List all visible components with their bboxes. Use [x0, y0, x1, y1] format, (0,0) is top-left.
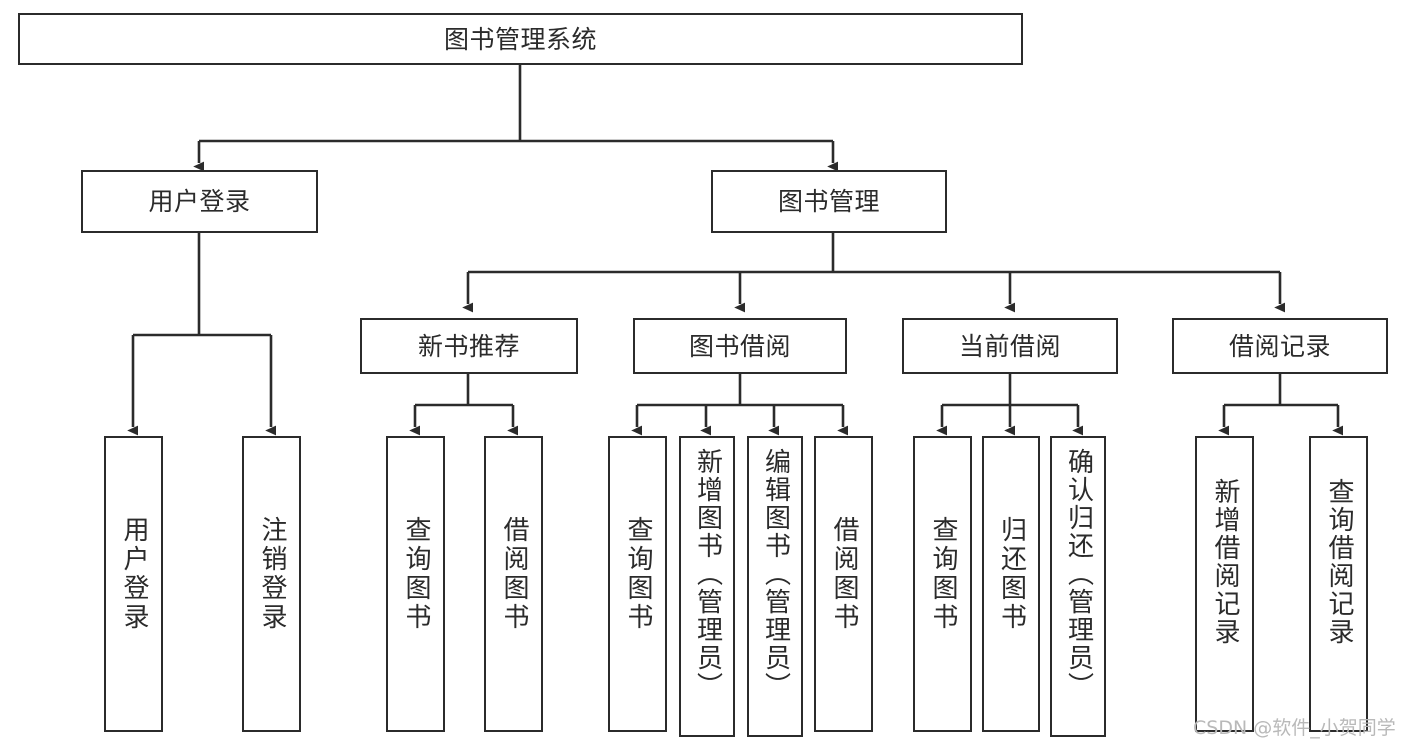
node-label: 查询图书 — [928, 516, 959, 632]
node-label: 图书管理 — [777, 187, 880, 216]
leaf-add-record[interactable]: 新增借阅记录 — [1195, 436, 1254, 732]
node-user-login[interactable]: 用户登录 — [81, 170, 318, 233]
leaf-add-book[interactable]: 新增图书（管理员） — [679, 436, 735, 737]
leaf-query-book-3[interactable]: 查询图书 — [913, 436, 972, 732]
node-label: 当前借阅 — [958, 331, 1061, 361]
node-label: 用户登录 — [148, 187, 251, 216]
leaf-borrow-book-1[interactable]: 借阅图书 — [484, 436, 543, 732]
leaf-query-book-2[interactable]: 查询图书 — [608, 436, 667, 732]
node-label: 新增借阅记录 — [1210, 478, 1241, 646]
node-current-borrow[interactable]: 当前借阅 — [902, 318, 1118, 374]
node-label: 图书借阅 — [688, 331, 791, 361]
leaf-query-book-1[interactable]: 查询图书 — [386, 436, 445, 732]
node-label: 借阅记录 — [1228, 331, 1331, 361]
node-label: 新书推荐 — [417, 331, 520, 361]
node-book-manage[interactable]: 图书管理 — [711, 170, 947, 233]
node-label: 确认归还（管理员） — [1063, 448, 1094, 700]
node-book-borrow[interactable]: 图书借阅 — [633, 318, 847, 374]
leaf-logout[interactable]: 注销登录 — [242, 436, 301, 732]
leaf-user-login[interactable]: 用户登录 — [104, 436, 163, 732]
leaf-borrow-book-2[interactable]: 借阅图书 — [814, 436, 873, 732]
leaf-confirm-return[interactable]: 确认归还（管理员） — [1050, 436, 1106, 737]
node-label: 用户登录 — [119, 516, 150, 632]
node-label: 查询图书 — [623, 516, 654, 632]
node-root-system[interactable]: 图书管理系统 — [18, 13, 1023, 65]
leaf-query-record[interactable]: 查询借阅记录 — [1309, 436, 1368, 732]
node-new-book-rec[interactable]: 新书推荐 — [360, 318, 578, 374]
node-label: 查询借阅记录 — [1324, 478, 1355, 646]
leaf-return-book[interactable]: 归还图书 — [982, 436, 1040, 732]
node-label: 注销登录 — [257, 516, 288, 632]
node-label: 借阅图书 — [829, 516, 860, 632]
node-label: 查询图书 — [401, 516, 432, 632]
node-label: 借阅图书 — [499, 516, 530, 632]
node-label: 编辑图书（管理员） — [760, 448, 791, 700]
node-label: 归还图书 — [996, 516, 1027, 632]
node-label: 新增图书（管理员） — [692, 448, 723, 700]
leaf-edit-book[interactable]: 编辑图书（管理员） — [747, 436, 803, 737]
node-borrow-record[interactable]: 借阅记录 — [1172, 318, 1388, 374]
watermark-text: CSDN @软件_小贺同学 — [1193, 717, 1396, 739]
node-label: 图书管理系统 — [443, 24, 597, 54]
